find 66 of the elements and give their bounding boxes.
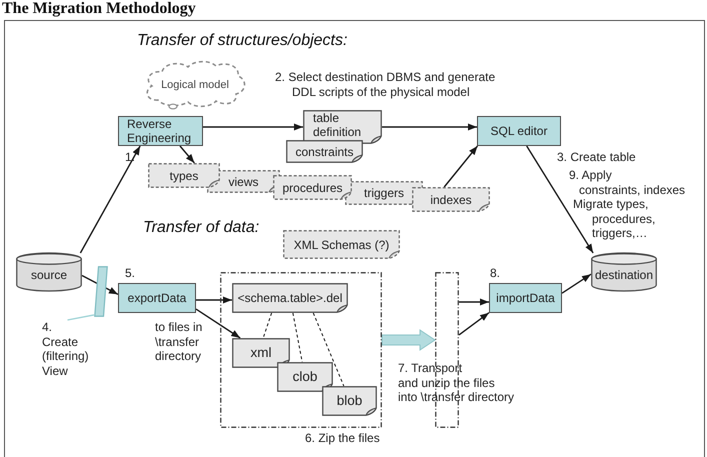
- object-name: procedures: [282, 180, 343, 194]
- object-name: indexes: [430, 192, 472, 206]
- database-name: source: [30, 268, 68, 282]
- process-name: SQL editor: [490, 124, 548, 138]
- step-note: 3. Create table: [557, 150, 636, 164]
- document-shape: [232, 283, 348, 313]
- arrow: [203, 124, 303, 130]
- arrow: [444, 146, 478, 188]
- arrow: [179, 146, 195, 164]
- object-name: types: [170, 168, 198, 182]
- block-arrow: [382, 329, 436, 351]
- object-name: views: [228, 174, 258, 188]
- file-name: blob: [336, 393, 362, 409]
- database-cylinder: [591, 253, 657, 291]
- arrow: [562, 274, 592, 294]
- caption-text: 6. Zip the files: [305, 431, 380, 446]
- step-number: 5.: [125, 266, 136, 280]
- file-name: <schema.table>.del: [238, 291, 342, 305]
- dashed-line: [292, 312, 303, 362]
- process-name: exportData: [128, 291, 186, 305]
- arrow: [196, 296, 232, 304]
- process-name: importData: [496, 291, 555, 305]
- arrow: [80, 146, 141, 254]
- database-name: destination: [594, 268, 654, 282]
- object-name: XML Schemas (?): [294, 238, 390, 252]
- document-shape: [322, 386, 377, 416]
- dashed-document: [273, 175, 352, 200]
- object-name: triggers: [364, 186, 404, 200]
- page-title: The Migration Methodology: [2, 0, 196, 18]
- document-shape: [303, 110, 382, 144]
- step-note: 9. Apply constraints, indexes Migrate types, procedures, triggers,…: [569, 168, 686, 240]
- leader-line: [67, 314, 94, 321]
- file-name: clob: [292, 369, 318, 385]
- document-shape: [232, 338, 290, 368]
- document-shape: [277, 362, 333, 392]
- dashed-document: [412, 187, 490, 212]
- dashed-document: [148, 163, 220, 188]
- process-box: [477, 116, 561, 146]
- step-note: 2. Select destination DBMS and generate DDL scripts of the physical model: [275, 70, 496, 99]
- dashed-line: [312, 312, 344, 386]
- arrow: [196, 308, 241, 339]
- filter-bar: [94, 266, 108, 317]
- file-name: constraints: [295, 144, 354, 158]
- step-note: 4. Create (filtering) View: [42, 320, 93, 378]
- process-box: [489, 283, 562, 313]
- dashed-line: [262, 312, 272, 338]
- dashed-document: [283, 230, 400, 259]
- arrow: [459, 298, 489, 306]
- file-name: xml: [250, 345, 272, 361]
- process-box: [118, 116, 203, 146]
- file-name: table definition: [313, 111, 362, 139]
- step-number: 8.: [490, 266, 500, 280]
- dash-dot-frame: [220, 272, 382, 428]
- database-cylinder: [16, 253, 82, 291]
- process-box: [118, 283, 196, 313]
- arrow: [382, 124, 477, 130]
- step-note: to files in \transfer directory: [155, 320, 202, 364]
- process-name: Reverse Engineering: [127, 117, 192, 145]
- step-note: 7. Transport and unzip the files into \transfer directory: [398, 361, 514, 404]
- arrow: [458, 312, 490, 336]
- document-shape: [286, 140, 363, 163]
- step-number: 1.: [125, 150, 136, 164]
- arrow: [526, 146, 594, 254]
- section-heading: Transfer of structures/objects:: [137, 31, 348, 51]
- section-heading: Transfer of data:: [143, 218, 260, 238]
- cloud-text: Logical model: [161, 78, 229, 92]
